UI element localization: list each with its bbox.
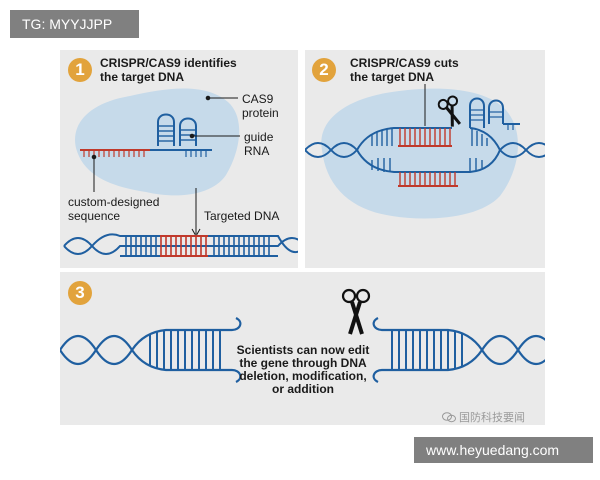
step-2-badge: 2: [312, 58, 336, 82]
watermark-text: 国防科技要闻: [459, 412, 525, 424]
cut-dna-helix: [305, 127, 545, 173]
custom-label-line1: custom-designed: [68, 195, 160, 209]
right-dna-fragment: [372, 317, 545, 383]
cas9-label-line2: protein: [242, 106, 279, 120]
website-tag: www.heyuedang.com: [414, 437, 593, 463]
step-3-badge: 3: [68, 281, 92, 305]
panel3-line1: Scientists can now edit: [236, 343, 370, 357]
panel1-title: CRISPR/CAS9 identifies the target DNA: [100, 56, 237, 84]
guide-rna-loops: [157, 113, 197, 146]
panel3-line2: the gene through DNA: [239, 356, 367, 370]
guide-rna-loops-2: [469, 97, 520, 128]
panel3-line4: or addition: [272, 382, 334, 396]
panel2-title-line2: the target DNA: [350, 70, 435, 84]
cas9-protein-label: CAS9 protein: [242, 92, 279, 120]
panel2-title: CRISPR/CAS9 cuts the target DNA: [350, 56, 459, 84]
watermark: 国防科技要闻: [442, 409, 525, 425]
scissors-icon-panel3: [341, 288, 371, 335]
panel2-title-line1: CRISPR/CAS9 cuts: [350, 56, 459, 70]
guide-rna-label: guide RNA: [244, 130, 273, 158]
panel1-title-line2: the target DNA: [100, 70, 185, 84]
step-1-badge: 1: [68, 58, 92, 82]
target-dna-rungs: [120, 235, 278, 257]
cas9-label-line1: CAS9: [242, 92, 274, 106]
targeted-dna-label: Targeted DNA: [204, 209, 280, 223]
panel3-caption: Scientists can now edit the gene through…: [224, 344, 382, 396]
target-dna-helix: [63, 233, 298, 255]
wechat-icon: [442, 411, 456, 422]
custom-sequence-label: custom-designed sequence: [68, 195, 159, 223]
guide-label-line1: guide: [244, 130, 274, 144]
panel-edit: [60, 272, 545, 425]
guide-label-line2: RNA: [244, 144, 270, 158]
panel1-title-line1: CRISPR/CAS9 identifies: [100, 56, 237, 70]
panel3-line3: deletion, modification,: [239, 369, 367, 383]
channel-tag: TG: MYYJJPP: [10, 10, 139, 38]
custom-label-line2: sequence: [68, 209, 121, 223]
scissors-icon-panel2: [437, 95, 462, 127]
cas9-protein-blob-2: [321, 88, 518, 219]
guide-rna-rungs: [158, 125, 196, 142]
leader-lines-panel1: [91, 95, 240, 238]
